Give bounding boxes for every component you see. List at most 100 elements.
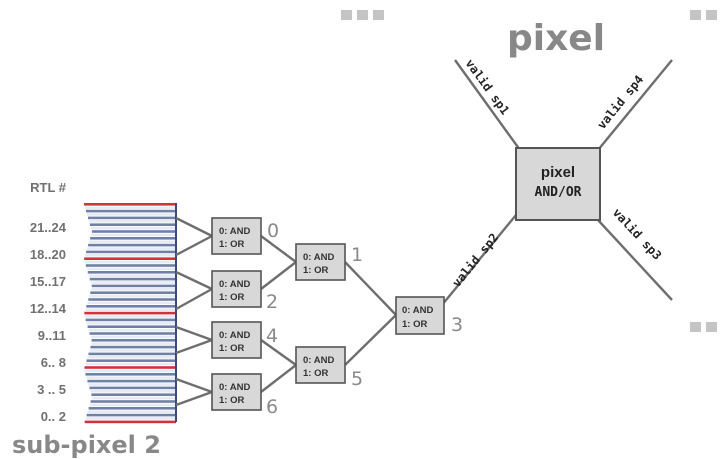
strip-stripe <box>88 243 176 247</box>
svg-text:1: OR: 1: OR <box>303 265 328 276</box>
gate-number: 3 <box>451 314 463 336</box>
ellipsis-right <box>690 322 717 332</box>
strip-stripe <box>87 301 176 305</box>
strip-stripe <box>90 281 176 284</box>
gate-2: 0: AND 1: OR 2 <box>211 270 278 313</box>
strip-stripe <box>86 250 176 254</box>
strip-stripe <box>84 206 176 209</box>
strip-stripe <box>88 328 176 332</box>
strip-stripe <box>87 410 176 413</box>
strip-stripe <box>87 216 176 220</box>
gate-6: 0: AND 1: OR 6 <box>211 373 278 418</box>
strip-stripe <box>86 267 176 271</box>
gate-5: 0: AND 1: OR 5 <box>295 346 363 390</box>
strip-stripe <box>84 420 176 424</box>
strip-stripe <box>91 393 176 396</box>
strip-stripe <box>84 260 176 264</box>
strip-stripe <box>90 237 176 240</box>
strip-stripe <box>91 339 176 342</box>
gate-number: 4 <box>266 325 278 347</box>
strip-stripe <box>85 318 176 322</box>
gate-4: 0: AND 1: OR 4 <box>211 321 278 359</box>
strip-stripe <box>89 294 176 298</box>
strip-stripe <box>85 308 176 311</box>
svg-text:0: AND: 0: AND <box>303 252 334 263</box>
pixel-title: pixel <box>507 18 605 59</box>
rtl-range-label: 15..17 <box>30 274 66 289</box>
svg-text:1: OR: 1: OR <box>219 292 244 303</box>
pixel-and-or-box: pixel AND/OR <box>515 147 601 221</box>
gate-3: 0: AND 1: OR 3 <box>395 296 463 336</box>
svg-text:1: OR: 1: OR <box>219 239 244 250</box>
strip-stripe <box>86 322 176 325</box>
svg-text:0: AND: 0: AND <box>402 305 433 316</box>
strip-stripe <box>89 332 176 335</box>
tree-wires <box>260 214 517 393</box>
strip-stripe <box>88 274 176 277</box>
strip-stripe <box>90 291 176 294</box>
rtl-range-label: 3 .. 5 <box>37 382 66 397</box>
strip-stripe <box>91 342 176 345</box>
rtl-range-label: 9..11 <box>38 328 66 343</box>
strip-stripe <box>85 373 176 376</box>
strip-stripe <box>87 379 176 383</box>
strip-stripe <box>87 247 176 250</box>
strip-stripe <box>85 254 176 257</box>
pixel-box-subtitle: AND/OR <box>535 185 582 200</box>
gate-number: 1 <box>351 244 363 266</box>
rtl-header: RTL # <box>30 180 67 195</box>
rtl-range-label: 6.. 8 <box>41 355 66 370</box>
strip-stripe <box>89 240 176 243</box>
gate-number: 2 <box>266 291 278 313</box>
strip-stripe <box>91 288 176 291</box>
rtl-range-label: 0.. 2 <box>41 409 66 424</box>
strip-stripe <box>86 376 176 379</box>
strip-stripe <box>89 223 176 226</box>
strip-stripe <box>88 407 176 410</box>
strip-stripe <box>86 305 176 308</box>
svg-text:1: OR: 1: OR <box>219 343 244 354</box>
strip-stripe <box>90 335 176 339</box>
strip-stripe <box>84 315 176 318</box>
ellipsis-top-center <box>341 10 384 20</box>
strip-stripe <box>91 396 176 400</box>
strip-stripe <box>85 209 176 213</box>
strip-stripe <box>91 284 176 288</box>
strip-stripe <box>91 230 176 233</box>
strip-stripe <box>87 325 176 328</box>
strip-stripe <box>90 400 176 403</box>
svg-text:0: AND: 0: AND <box>303 355 334 366</box>
svg-text:1: OR: 1: OR <box>402 319 427 330</box>
strip-stripe <box>90 345 176 349</box>
svg-text:0: AND: 0: AND <box>219 330 250 341</box>
strip-stripe <box>89 277 176 281</box>
strip-stripe <box>86 359 176 362</box>
svg-text:1: OR: 1: OR <box>219 395 244 406</box>
gate-number: 5 <box>351 368 363 390</box>
svg-text:0: AND: 0: AND <box>219 279 250 290</box>
strip-stripe <box>90 390 176 393</box>
pixel-box-title: pixel <box>541 164 575 181</box>
svg-text:1: OR: 1: OR <box>303 368 328 379</box>
pixel-spokes <box>454 59 673 301</box>
input-wires <box>175 216 213 407</box>
strip-stripe <box>89 403 176 407</box>
strip-stripe <box>87 271 176 274</box>
gate-number: 6 <box>266 396 278 418</box>
strip-stripe <box>88 298 176 301</box>
gate-1: 0: AND 1: OR 1 <box>295 243 363 281</box>
strip-stripe <box>90 226 176 230</box>
ellipsis-top-right <box>690 10 717 20</box>
rtl-range-label: 18..20 <box>30 247 66 262</box>
strip-stripe <box>86 413 176 417</box>
valid-sp3-label: valid sp3 <box>610 205 665 262</box>
svg-text:0: AND: 0: AND <box>219 226 250 237</box>
strip-stripe <box>84 257 176 260</box>
valid-sp2-label: valid sp2 <box>449 231 501 290</box>
strip-stripe <box>88 352 176 356</box>
svg-text:0: AND: 0: AND <box>219 382 250 393</box>
strip-stripe <box>89 386 176 390</box>
rtl-range-label: 21..24 <box>30 220 67 235</box>
strip-stripe <box>85 362 176 366</box>
